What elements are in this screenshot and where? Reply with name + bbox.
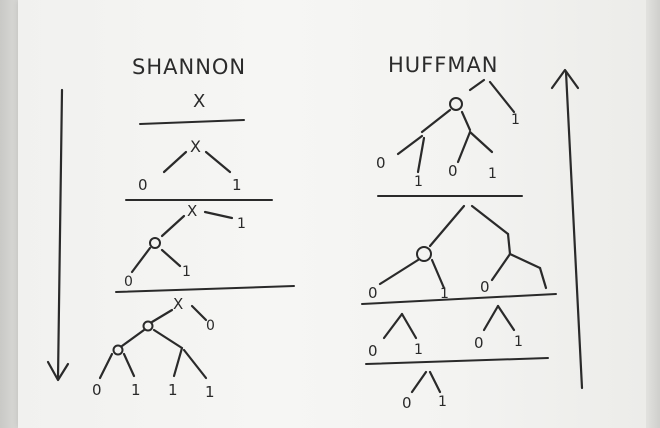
huffman-mid-label-0a: 0: [368, 284, 378, 302]
shannon-stage4-leaf-0: 0: [92, 381, 102, 399]
huffman-title: HUFFMAN: [388, 53, 499, 77]
shannon-stage3-leaf-0: 0: [124, 274, 133, 290]
down-arrow-icon: [46, 88, 70, 382]
huffman-stage-bottom: 0 1: [402, 370, 447, 412]
huffman-top-label-1a: 1: [511, 112, 520, 128]
huffman-stage-low: 0 1 0 1: [368, 304, 523, 360]
huffman-top-label-1c: 1: [488, 166, 497, 182]
shannon-stage-1: X: [193, 91, 205, 112]
shannon-stage4-node-b: [112, 344, 124, 356]
shannon-stage4-leaf-top: 0: [206, 318, 215, 334]
shannon-title: SHANNON: [132, 55, 246, 79]
huffman-low-label-0a: 0: [368, 342, 378, 360]
wall-right: [646, 0, 660, 428]
shannon-stage4-leaf-1: 1: [131, 381, 141, 399]
shannon-stage3-root: X: [187, 202, 197, 220]
huffman-top-label-0b: 0: [448, 162, 458, 180]
up-arrow-icon: [550, 68, 584, 390]
huffman-divider-3: [365, 357, 549, 365]
huffman-low-label-0b: 0: [474, 334, 484, 352]
shannon-stage1-symbol: X: [193, 91, 205, 112]
shannon-stage3-leaf-1a: 1: [237, 216, 246, 232]
huffman-bottom-label-1: 1: [438, 394, 447, 410]
shannon-divider-3: [115, 285, 295, 293]
huffman-mid-label-0b: 0: [480, 278, 490, 296]
shannon-stage-4: X 0 0 1 1 1: [92, 295, 215, 401]
shannon-divider-1: [139, 119, 245, 125]
shannon-stage4-root: X: [173, 295, 183, 313]
huffman-bottom-label-0: 0: [402, 394, 412, 412]
huffman-top-label-0a: 0: [376, 154, 386, 172]
shannon-stage2-leaf-0: 0: [138, 176, 148, 194]
shannon-stage-2: X 0 1: [138, 137, 242, 194]
huffman-stage-top: 1 0 1 0 1: [376, 78, 520, 190]
huffman-mid-node: [416, 246, 432, 262]
huffman-top-node: [449, 97, 463, 111]
shannon-stage4-leaf-2: 1: [168, 381, 178, 399]
shannon-stage-3: X 1 0 1: [124, 202, 246, 290]
shannon-stage4-node-a: [142, 320, 154, 332]
shannon-stage2-leaf-1: 1: [232, 176, 242, 194]
shannon-stage2-root: X: [190, 137, 201, 156]
shannon-stage3-node: [149, 237, 161, 249]
huffman-divider-2: [361, 293, 557, 305]
huffman-top-label-1b: 1: [414, 174, 423, 190]
paper-sheet: [18, 0, 648, 428]
huffman-low-label-1a: 1: [414, 342, 423, 358]
shannon-stage4-leaf-3: 1: [205, 383, 215, 401]
huffman-stage-mid: 0 1 0: [368, 204, 548, 302]
huffman-mid-label-1a: 1: [440, 286, 449, 302]
wall-left: [0, 0, 20, 428]
shannon-stage3-leaf-1b: 1: [182, 264, 191, 280]
huffman-low-label-1b: 1: [514, 334, 523, 350]
